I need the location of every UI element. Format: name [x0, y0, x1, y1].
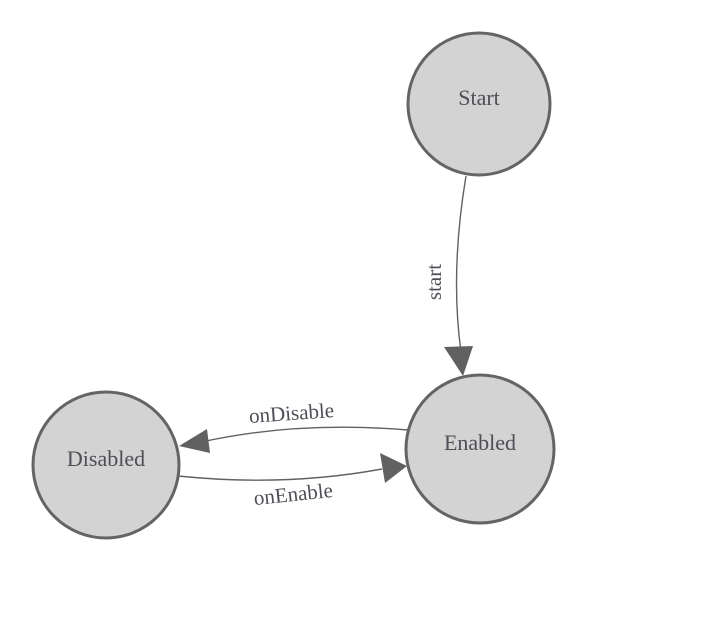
arrowhead-icon: [179, 429, 210, 453]
edge-start-to-enabled: start: [422, 175, 473, 376]
edge-disabled-to-enabled: onEnable: [177, 453, 407, 510]
edge-label-ondisable: onDisable: [248, 398, 335, 428]
state-node-enabled: Enabled: [404, 373, 556, 525]
edge-line-start: [455, 175, 467, 353]
arrowhead-icon: [444, 346, 473, 376]
arrowhead-icon: [380, 453, 407, 483]
edge-line-ondisable: [205, 426, 409, 442]
state-label-enabled: Enabled: [444, 430, 516, 455]
edge-label-onenable: onEnable: [253, 478, 334, 510]
state-circle: [406, 31, 552, 177]
state-circle: [404, 373, 556, 525]
state-circle: [31, 390, 181, 540]
state-label-disabled: Disabled: [67, 446, 145, 471]
edge-label-start: start: [422, 264, 446, 300]
state-label-start: Start: [458, 85, 500, 110]
state-node-start: Start: [406, 31, 552, 177]
edge-enabled-to-disabled: onDisable: [179, 398, 409, 453]
state-node-disabled: Disabled: [31, 390, 181, 540]
edge-line-onenable: [177, 468, 383, 481]
